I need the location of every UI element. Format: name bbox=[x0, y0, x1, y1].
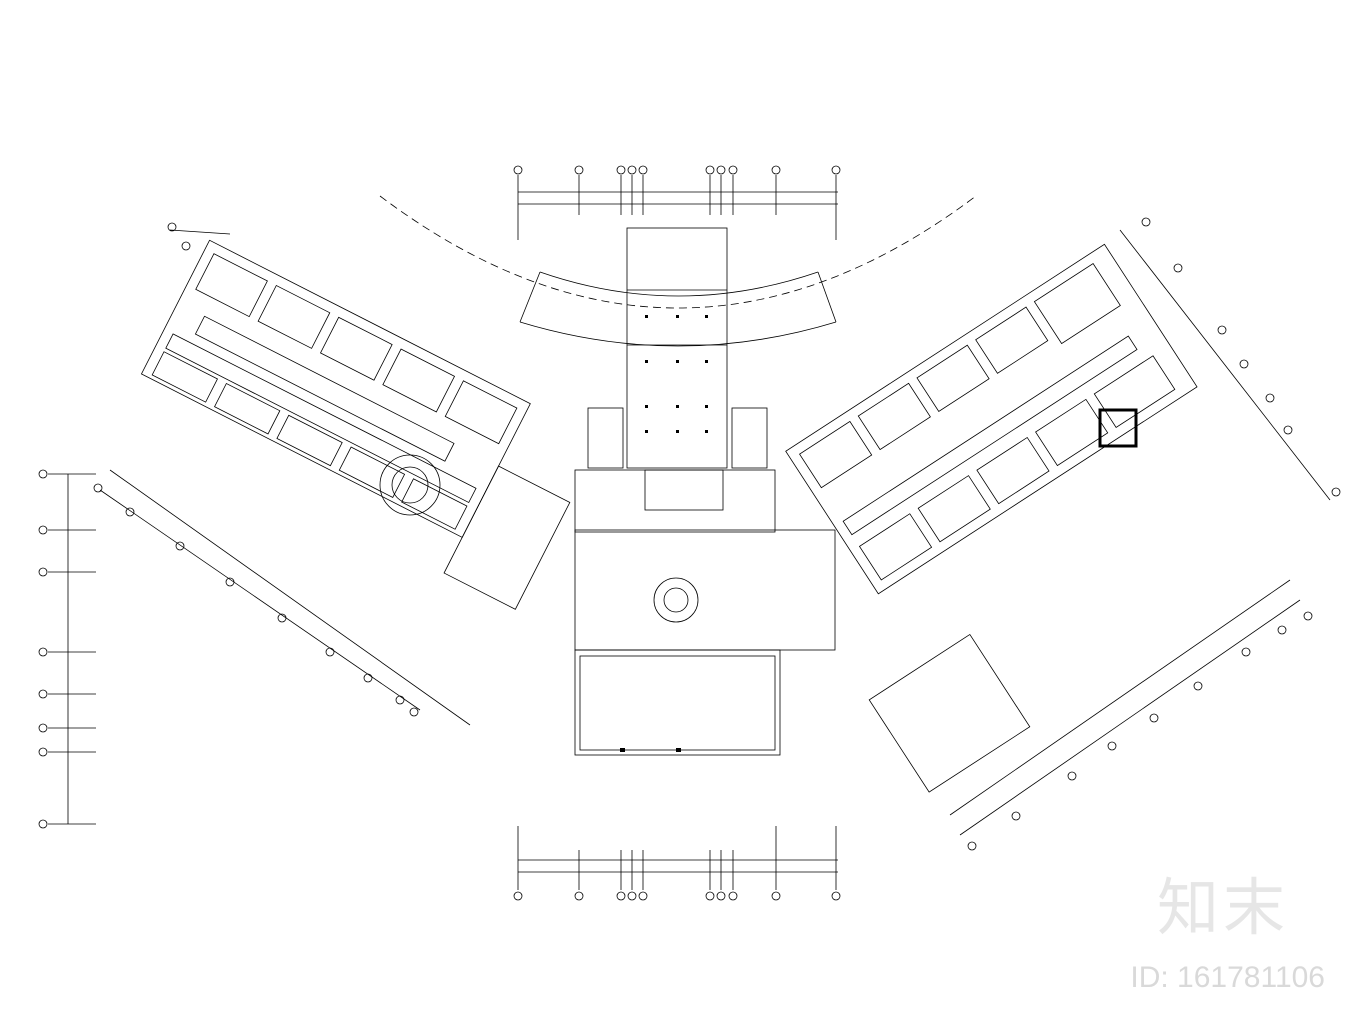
outer-arc-dashed bbox=[379, 195, 977, 309]
inner-arc bbox=[539, 271, 819, 297]
left-diagonal-dimension bbox=[93, 469, 471, 726]
bottom-dimension-axis bbox=[513, 826, 841, 901]
right-wing bbox=[785, 243, 1198, 595]
center-block bbox=[574, 227, 836, 756]
left-wing bbox=[140, 239, 571, 610]
inner-arc-2 bbox=[519, 321, 837, 347]
watermark-id: ID: 161781106 bbox=[1130, 961, 1325, 994]
top-dimension-axis bbox=[513, 165, 841, 240]
column-markers bbox=[620, 315, 708, 752]
right-annex bbox=[868, 633, 1031, 793]
right-diagonal-dimension bbox=[949, 217, 1341, 851]
left-dimension-axis bbox=[38, 469, 96, 829]
topleft-dimension bbox=[167, 222, 231, 251]
watermark-logo: 知末 bbox=[1156, 871, 1289, 944]
